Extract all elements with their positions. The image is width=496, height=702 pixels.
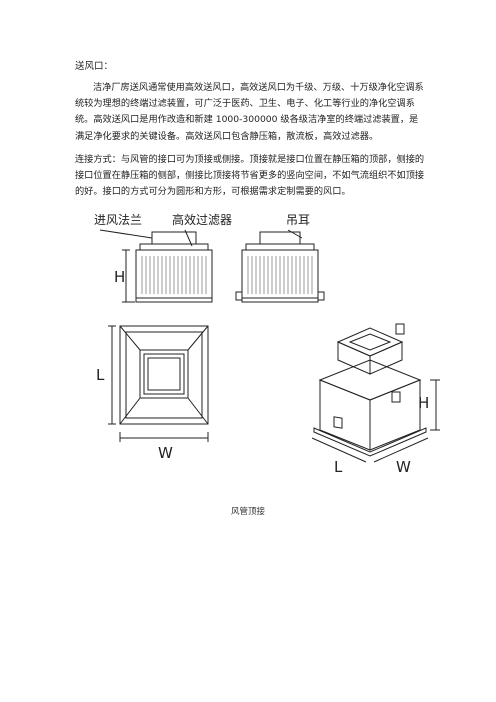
paragraph-intro: 洁净厂房送风通常使用高效送风口，高效送风口为千级、万级、十万级净化空调系统较为理… xyxy=(75,82,424,142)
figure-caption: 风管顶接 xyxy=(230,507,265,517)
dim-l-plan: L xyxy=(96,366,105,384)
dim-h-front: H xyxy=(114,268,125,286)
front-view xyxy=(99,229,213,303)
side-view xyxy=(235,229,325,303)
isometric-view xyxy=(311,323,440,463)
dim-w-iso: W xyxy=(396,458,411,476)
plan-view xyxy=(108,325,209,442)
label-inlet-flange: 进风法兰 xyxy=(94,213,142,227)
label-lifting-ear: 吊耳 xyxy=(286,213,310,227)
section-title: 送风口： xyxy=(75,61,114,72)
dim-l-iso: L xyxy=(334,458,343,476)
dim-h-iso: H xyxy=(418,394,429,412)
label-hepa-filter: 高效过滤器 xyxy=(172,212,232,227)
paragraph-connection: 连接方式：与风管的接口可为顶接或侧接。顶接就是接口位置在静压箱的顶部，侧接的接口… xyxy=(75,154,425,198)
air-outlet-drawing: 进风法兰 高效过滤器 吊耳 H L W H L W xyxy=(94,212,440,476)
dim-w-plan: W xyxy=(158,444,173,462)
